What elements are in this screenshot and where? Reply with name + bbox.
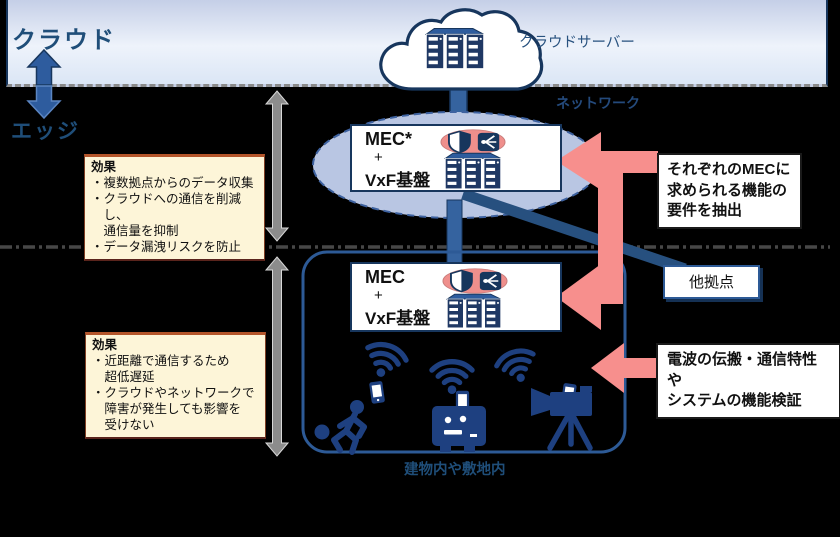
cloud-server-label: クラウドサーバー	[519, 35, 635, 51]
upper-mec-line1: MEC*	[365, 129, 413, 149]
down-arrow-icon	[26, 85, 62, 120]
phone-icon-left	[368, 380, 386, 404]
effect-box-edge: 効果 ・近距離で通信するため 超低遅延 ・クラウドやネットワークで 障害が発生し…	[85, 332, 266, 439]
scope-arrow-upper	[264, 90, 290, 242]
cloud-band	[6, 0, 828, 87]
effect-bullet: ・クラウドやネットワークで 障害が発生しても影響を 受けない	[92, 386, 255, 432]
phone-icon-middle	[455, 390, 470, 413]
upper-mec-line2: +	[374, 149, 383, 166]
effect-title: 効果	[91, 160, 117, 174]
effect-bullet: ・近距離で通信するため 超低遅延	[92, 354, 230, 384]
effect-title: 効果	[92, 338, 118, 352]
phone-icon-right	[560, 382, 577, 407]
other-site-box: 他拠点	[663, 265, 760, 299]
verification-arrow	[591, 343, 658, 393]
wifi-icon-left	[360, 340, 408, 383]
server-rack-icon	[444, 152, 502, 190]
other-site-connector	[461, 188, 687, 275]
lower-mec-box: MEC + VxF基盤	[350, 262, 562, 332]
server-rack-icon	[446, 293, 502, 329]
network-label: ネットワーク	[556, 95, 640, 111]
requirements-arrow-elbow	[556, 162, 623, 330]
callout-verification: 電波の伝搬・通信特性や システムの機能検証	[656, 343, 840, 420]
mec-to-mec-connector	[446, 199, 463, 266]
lower-mec-line2: +	[374, 287, 383, 304]
effect-bullet: ・データ漏洩リスクを防止	[91, 240, 242, 254]
cloud-zone-label: クラウド	[12, 27, 116, 54]
shield-network-ellipse-icon	[442, 268, 508, 294]
effect-bullet: ・複数拠点からのデータ収集	[91, 176, 254, 190]
upper-mec-line3: VxF基盤	[365, 171, 431, 190]
lower-mec-line1: MEC	[365, 267, 405, 287]
video-camera-icon	[531, 386, 593, 451]
wifi-icon-right	[494, 346, 540, 387]
robot-icon	[432, 406, 486, 452]
cloud-network-connector	[449, 81, 468, 119]
effect-bullet: ・クラウドへの通信を削減し、 通信量を抑制	[91, 192, 242, 238]
lower-mec-line3: VxF基盤	[365, 309, 431, 328]
running-person-icon	[314, 400, 367, 455]
wifi-icon-middle	[432, 362, 472, 394]
effect-box-cloud: 効果 ・複数拠点からのデータ収集 ・クラウドへの通信を削減し、 通信量を抑制 ・…	[84, 154, 265, 261]
upper-mec-box: MEC* + VxF基盤	[350, 124, 562, 192]
premises-label: 建物内や敷地内	[404, 462, 506, 478]
scope-arrow-lower	[264, 256, 290, 457]
requirements-arrow-upper	[556, 132, 658, 190]
callout-mec-requirements: それぞれのMECに 求められる機能の 要件を抽出	[657, 153, 802, 230]
edge-zone-label: エッジ	[11, 120, 80, 143]
